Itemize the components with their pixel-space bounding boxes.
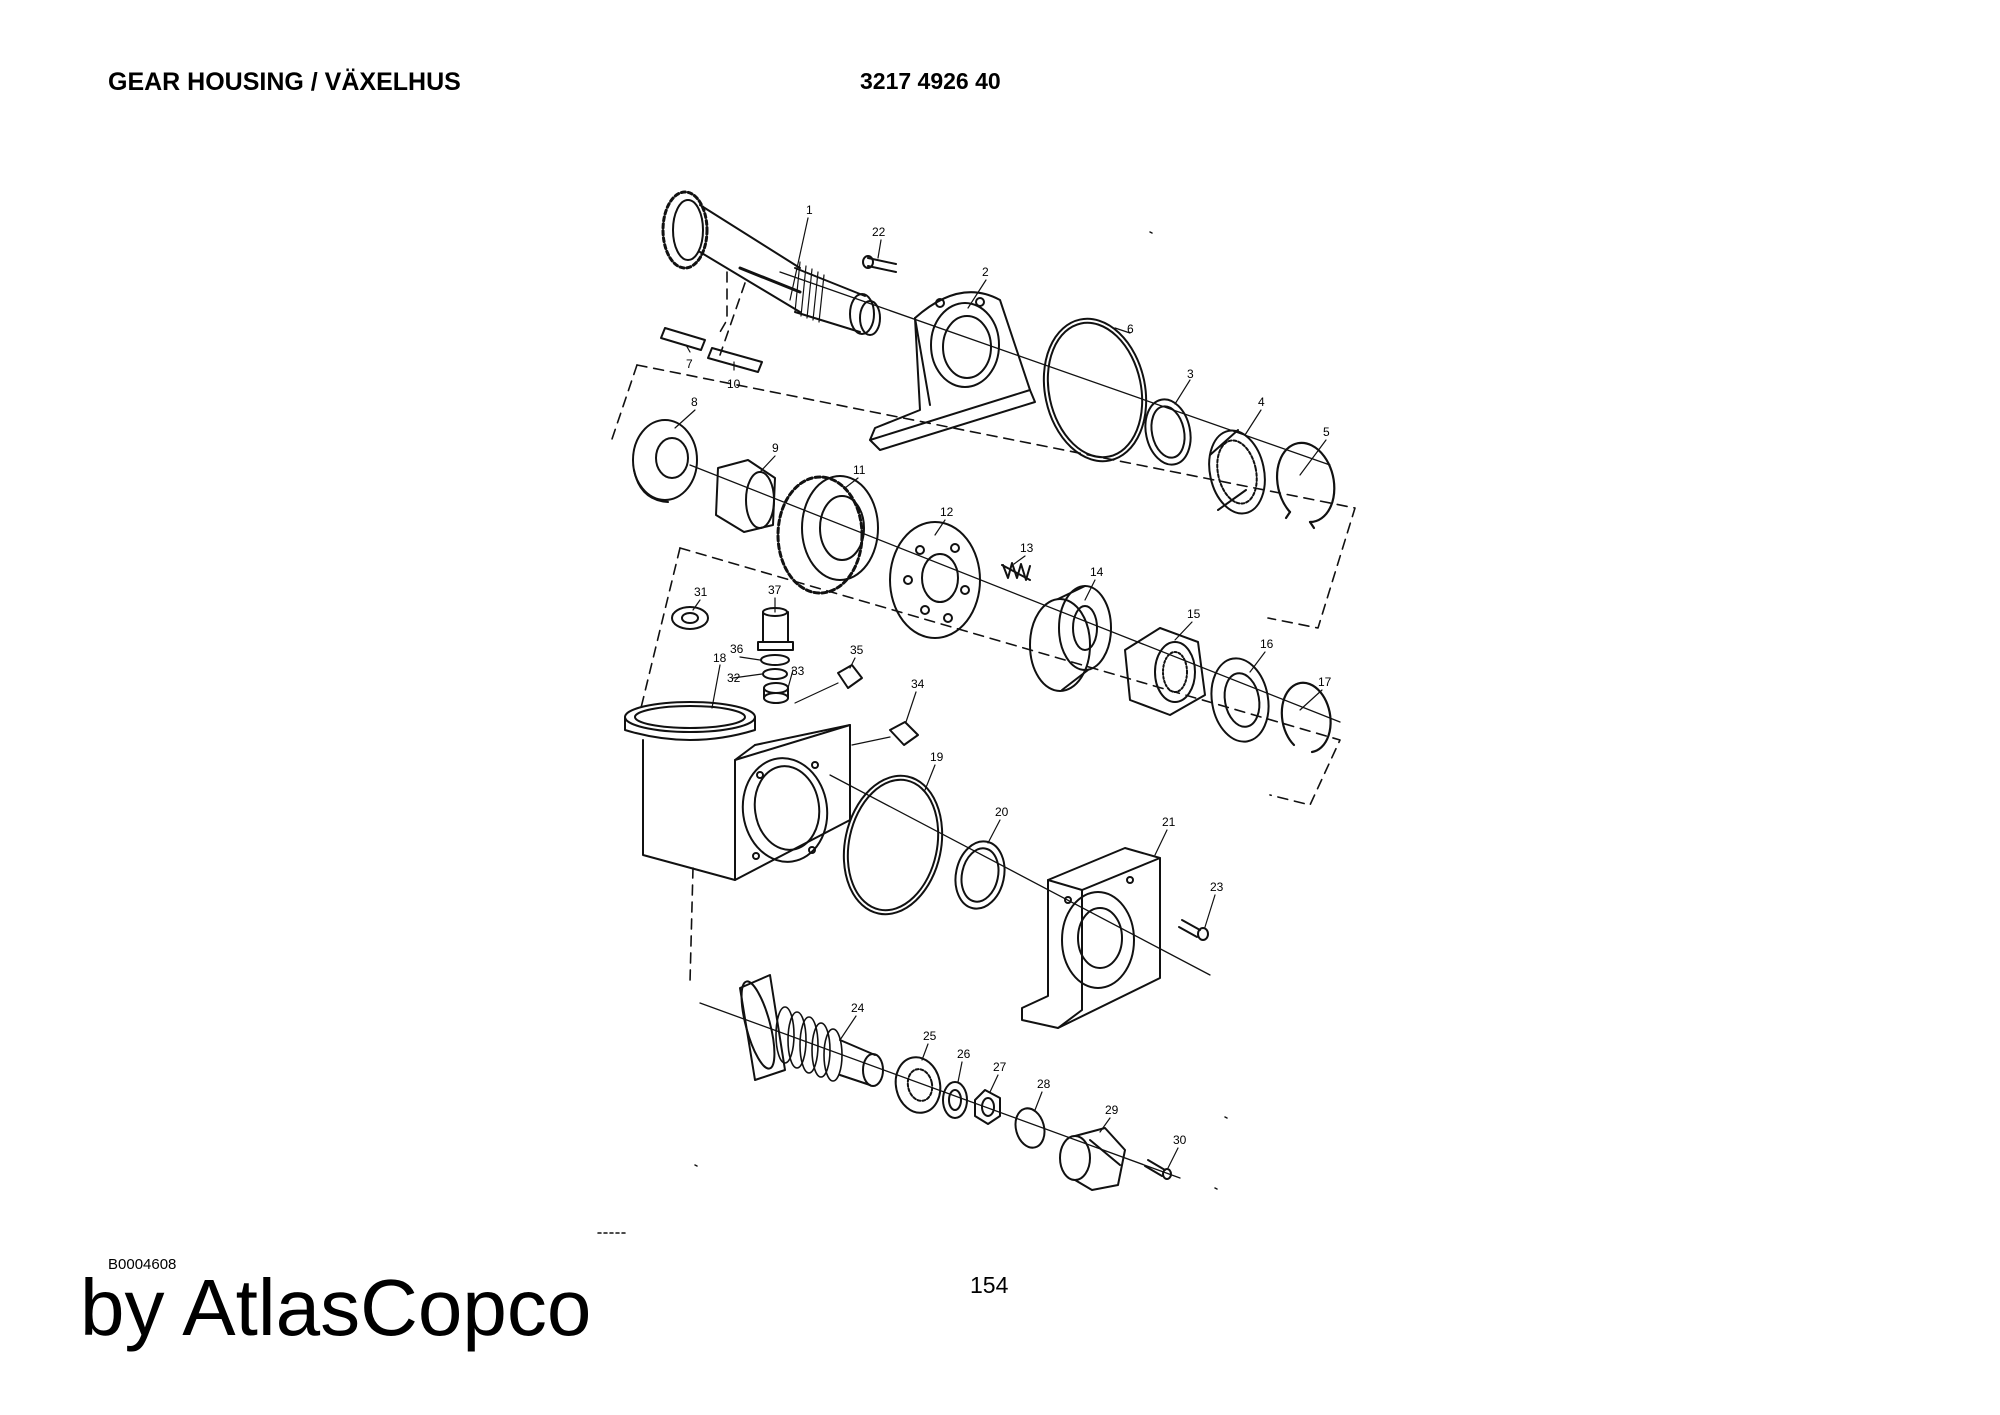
callout-17: 17	[1318, 675, 1332, 689]
slotted-collar-part-9	[716, 460, 775, 532]
callout-21: 21	[1162, 815, 1176, 829]
callout-9: 9	[772, 441, 779, 455]
o-ring-part-28	[1011, 1105, 1048, 1151]
bolt-part-22	[863, 256, 896, 272]
callout-12: 12	[940, 505, 954, 519]
callout-25: 25	[923, 1029, 937, 1043]
spring-part-13	[1002, 563, 1030, 580]
callout-14: 14	[1090, 565, 1104, 579]
gearbox-housing-part-18	[625, 702, 850, 880]
vertical-shaft-part-37	[758, 608, 793, 650]
callout-5: 5	[1323, 425, 1330, 439]
callout-3: 3	[1187, 367, 1194, 381]
callout-7: 7	[686, 357, 693, 371]
callout-37: 37	[768, 583, 782, 597]
gasket-part-6	[1031, 309, 1159, 471]
page-title: GEAR HOUSING / VÄXELHUS	[108, 68, 461, 96]
callout-24: 24	[851, 1001, 865, 1015]
callout-20: 20	[995, 805, 1009, 819]
callout-35: 35	[850, 643, 864, 657]
end-cover-part-29	[1060, 1128, 1125, 1190]
hub-part-12	[890, 522, 980, 638]
ring-part-32	[763, 669, 787, 679]
bearing-housing-part-2	[870, 292, 1035, 450]
callout-19: 19	[930, 750, 944, 764]
callout-32: 32	[727, 671, 741, 685]
callout-1: 1	[806, 203, 813, 217]
drawing-reference-code: B0004608	[108, 1256, 177, 1273]
page-number: 154	[970, 1272, 1009, 1298]
shaft-seal-part-8	[633, 420, 697, 502]
callout-27: 27	[993, 1060, 1007, 1074]
seal-ring-part-3	[1140, 395, 1197, 469]
callout-30: 30	[1173, 1133, 1187, 1147]
gasket-part-19	[831, 767, 954, 924]
callout-29: 29	[1105, 1103, 1119, 1117]
scan-specks	[598, 232, 1227, 1233]
shaft-key-parts	[661, 328, 762, 372]
plug-part-35	[795, 665, 862, 703]
callout-31: 31	[694, 585, 708, 599]
lock-washer-part-26	[943, 1082, 967, 1118]
callout-13: 13	[1020, 541, 1034, 555]
lock-nut-part-27	[975, 1090, 1000, 1124]
bearing-part-25	[891, 1053, 946, 1117]
bearing-flange-part-21	[1022, 848, 1160, 1028]
coupling-part-15	[1125, 628, 1205, 715]
callout-6: 6	[1127, 322, 1134, 336]
callout-8: 8	[691, 395, 698, 409]
roller-bearing-part-4	[1202, 425, 1272, 518]
worm-shaft-part-24	[735, 975, 883, 1086]
callout-labels: 1 2 3 4 5 6 7 8 9 10 11 12 13 14 15 16 1…	[686, 203, 1332, 1147]
callout-16: 16	[1260, 637, 1274, 651]
assembly-guide-lines	[610, 272, 1355, 982]
bushing-part-14	[1030, 586, 1111, 691]
callout-10: 10	[727, 377, 741, 391]
callout-11: 11	[853, 463, 866, 477]
callout-23: 23	[1210, 880, 1224, 894]
brand-watermark: by AtlasCopco	[80, 1263, 592, 1352]
callout-28: 28	[1037, 1077, 1051, 1091]
ball-bearing-part-16	[1205, 654, 1275, 746]
plug-part-34	[852, 722, 918, 745]
bushing-part-33	[764, 683, 788, 703]
bolt-part-30	[1145, 1160, 1171, 1179]
callout-leader-lines	[675, 218, 1326, 1168]
callout-15: 15	[1187, 607, 1201, 621]
callout-36: 36	[730, 642, 744, 656]
part-number: 3217 4926 40	[860, 68, 1001, 94]
gear-part-11	[778, 476, 878, 593]
callout-33: 33	[791, 664, 805, 678]
callout-2: 2	[982, 265, 989, 279]
callout-26: 26	[957, 1047, 971, 1061]
bolt-part-23	[1179, 920, 1208, 940]
ring-part-36	[761, 655, 789, 665]
circlip-part-17	[1282, 683, 1331, 752]
circlip-part-5	[1277, 443, 1334, 528]
seal-part-31	[672, 607, 708, 629]
sprocket-shaft-part	[663, 192, 880, 335]
callout-18: 18	[713, 651, 727, 665]
callout-34: 34	[911, 677, 925, 691]
callout-22: 22	[872, 225, 886, 239]
callout-4: 4	[1258, 395, 1265, 409]
ring-part-20	[949, 837, 1010, 913]
